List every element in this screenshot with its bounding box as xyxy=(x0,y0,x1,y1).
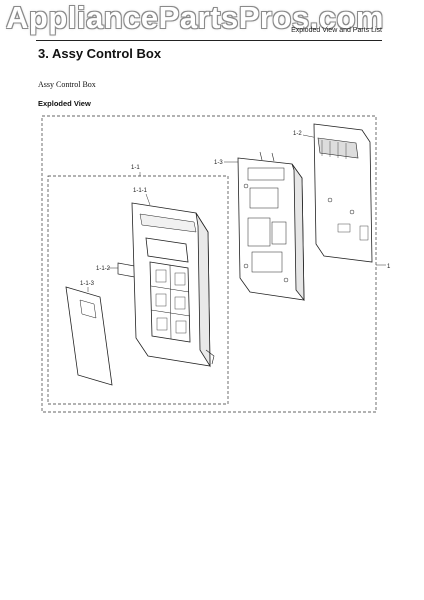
callout-1-1: 1-1 xyxy=(131,165,140,171)
callout-1: 1 xyxy=(387,264,391,270)
callout-1-1-1: 1-1-1 xyxy=(133,188,148,194)
callout-1-3: 1-3 xyxy=(214,160,223,166)
leader-1-1-1 xyxy=(145,193,151,206)
exploded-view-label: Exploded View xyxy=(38,99,91,108)
header-section-label: Exploded View and Parts List xyxy=(291,27,382,34)
part-control-bracket xyxy=(237,151,305,302)
header-rule xyxy=(36,40,382,41)
callout-1-2: 1-2 xyxy=(293,131,302,137)
subassembly-boundary xyxy=(47,175,229,405)
assembly-boundary xyxy=(41,115,377,413)
subtitle: Assy Control Box xyxy=(38,80,96,89)
callout-1-1-3: 1-1-3 xyxy=(80,281,95,287)
callout-1-1-2: 1-1-2 xyxy=(96,266,111,272)
section-title: 3. Assy Control Box xyxy=(38,46,162,61)
part-control-frame xyxy=(131,202,215,368)
part-pcb xyxy=(313,123,373,263)
watermark-logo: AppliancePartsPros.com xyxy=(6,0,384,35)
part-label-sheet xyxy=(65,286,113,386)
